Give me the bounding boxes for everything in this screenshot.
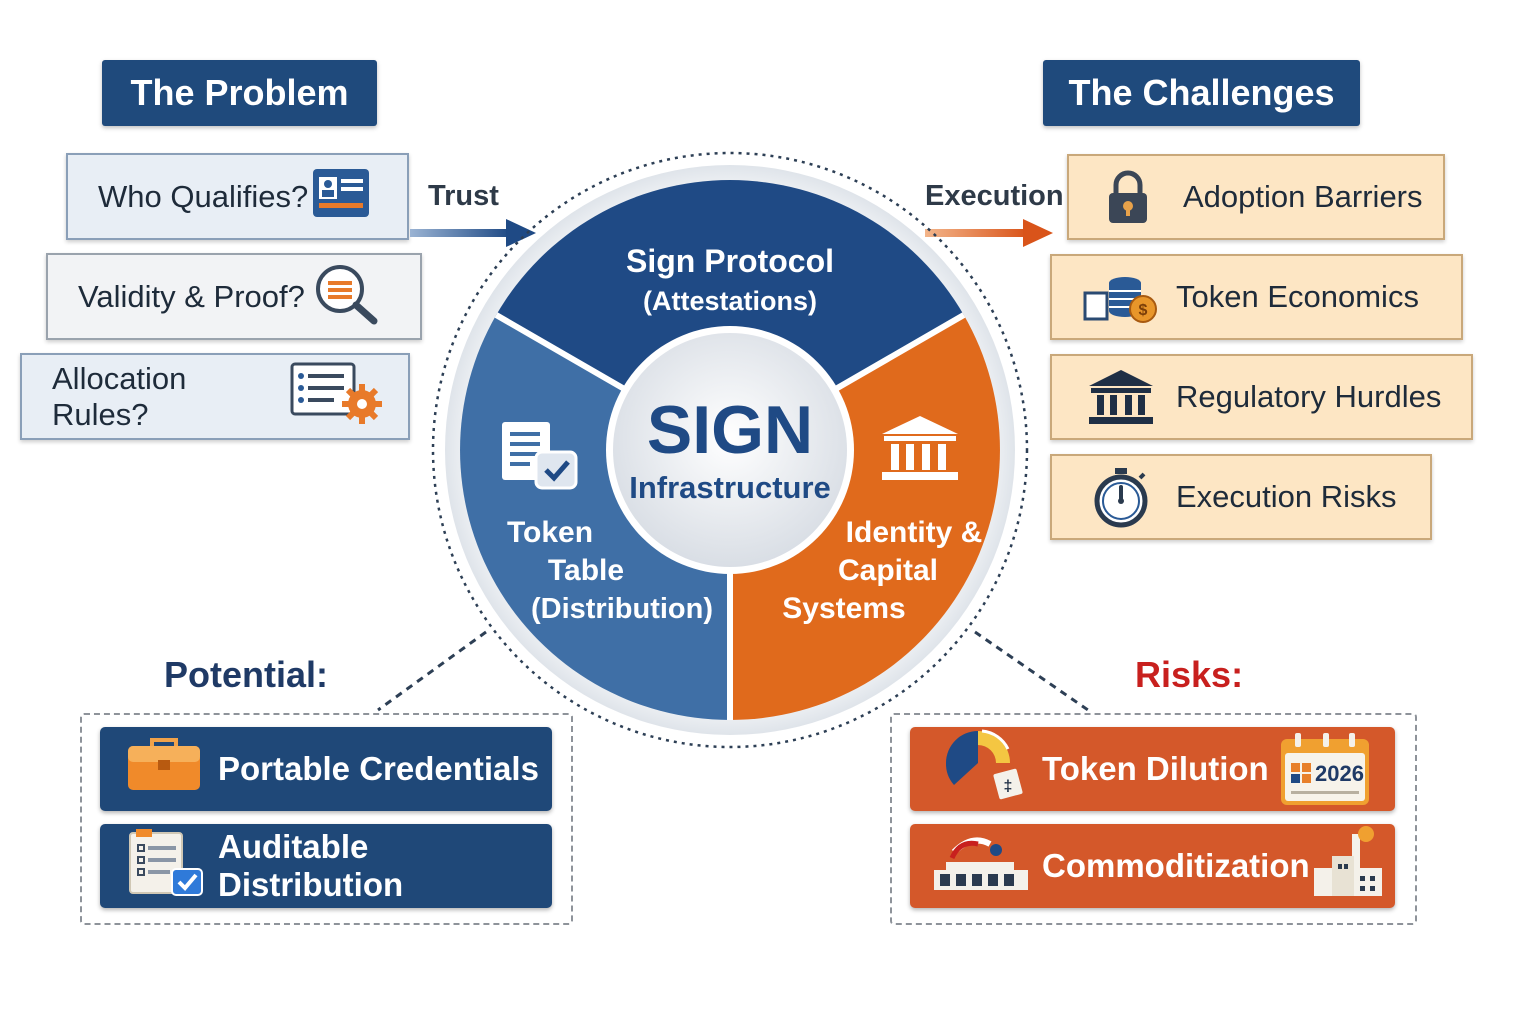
hub-title: SIGN	[647, 392, 813, 468]
problem-item-validity: Validity & Proof?	[46, 253, 422, 340]
challenges-title: The Challenges	[1068, 72, 1335, 113]
challenge-item-regulatory: Regulatory Hurdles	[1050, 354, 1473, 440]
challenge-item-adoption: Adoption Barriers	[1067, 154, 1445, 240]
lock-icon	[1083, 162, 1173, 232]
outer-dotted-ring	[431, 151, 1029, 749]
challenge-item-token-economics: $ Token Economics	[1050, 254, 1463, 340]
risk-item-label: Commoditization	[1042, 847, 1310, 884]
calendar-icon: 2026	[1279, 731, 1371, 807]
svg-text:$: $	[1139, 302, 1148, 319]
svg-text:‡: ‡	[1004, 778, 1013, 795]
institution-icon	[882, 416, 958, 480]
problem-header: The Problem	[102, 60, 377, 126]
potential-item-auditable-distribution: Auditable Distribution	[100, 824, 552, 908]
segment-top-subtitle: (Attestations)	[643, 286, 817, 316]
risk-item-commoditization: Commoditization	[910, 824, 1395, 908]
industry-plant-icon	[1310, 824, 1386, 908]
segment-left-line3: (Distribution)	[531, 593, 713, 625]
segment-left-line1: Token	[507, 516, 593, 549]
problem-item-who-qualifies: Who Qualifies?	[66, 153, 409, 240]
calendar-year: 2026	[1315, 761, 1364, 786]
id-card-icon	[311, 165, 373, 229]
segment-left-line2: Table	[548, 554, 624, 587]
sign-wheel: SIGN Infrastructure Sign Protocol (Attes…	[431, 151, 1029, 749]
challenge-item-label: Execution Risks	[1176, 479, 1397, 514]
challenges-header: The Challenges	[1043, 60, 1360, 126]
potential-box	[80, 713, 573, 925]
challenge-item-label: Adoption Barriers	[1183, 179, 1423, 214]
stopwatch-icon	[1076, 462, 1166, 532]
segment-sign-protocol	[496, 180, 964, 450]
potential-item-portable-credentials: Portable Credentials	[100, 727, 552, 811]
risk-item-label: Token Dilution	[1042, 750, 1269, 787]
problem-item-allocation: Allocation Rules?	[20, 353, 410, 440]
bank-building-icon	[1076, 362, 1166, 432]
briefcase-icon	[126, 736, 202, 802]
problem-item-label: Who Qualifies?	[98, 178, 309, 214]
risks-label: Risks:	[1135, 654, 1244, 695]
problem-title: The Problem	[130, 72, 349, 113]
risks-box	[890, 713, 1417, 925]
problem-item-label: Allocation Rules?	[52, 360, 187, 432]
trust-arrow-label: Trust	[428, 180, 499, 212]
audit-checklist-icon	[128, 827, 208, 905]
challenge-item-execution-risks: Execution Risks	[1050, 454, 1432, 540]
magnifier-icon	[312, 261, 384, 333]
problem-item-label: Validity & Proof?	[78, 278, 305, 314]
execution-arrow-label: Execution	[925, 180, 1064, 212]
document-check-icon	[502, 422, 578, 490]
segment-right-line2: Capital	[838, 554, 938, 587]
segment-top-title: Sign Protocol	[626, 243, 834, 279]
coins-icon: $	[1076, 262, 1166, 332]
challenge-item-label: Regulatory Hurdles	[1176, 379, 1442, 414]
execution-arrow	[925, 219, 1053, 247]
pie-dilution-icon: ‡	[938, 727, 1028, 811]
hub-subtitle: Infrastructure	[629, 470, 831, 505]
potential-item-label: Auditable Distribution	[218, 828, 404, 903]
potential-item-label: Portable Credentials	[218, 750, 539, 787]
hub	[613, 333, 847, 567]
trust-arrow	[410, 219, 536, 247]
potential-label: Potential:	[164, 654, 329, 695]
factory-commodity-icon	[932, 830, 1028, 902]
checklist-gear-icon	[290, 360, 386, 434]
challenge-item-label: Token Economics	[1176, 279, 1419, 314]
segment-right-line3: Systems	[782, 592, 905, 625]
segment-right-line1: Identity &	[846, 516, 983, 549]
risk-item-token-dilution: ‡ Token Dilution 2026	[910, 727, 1395, 811]
